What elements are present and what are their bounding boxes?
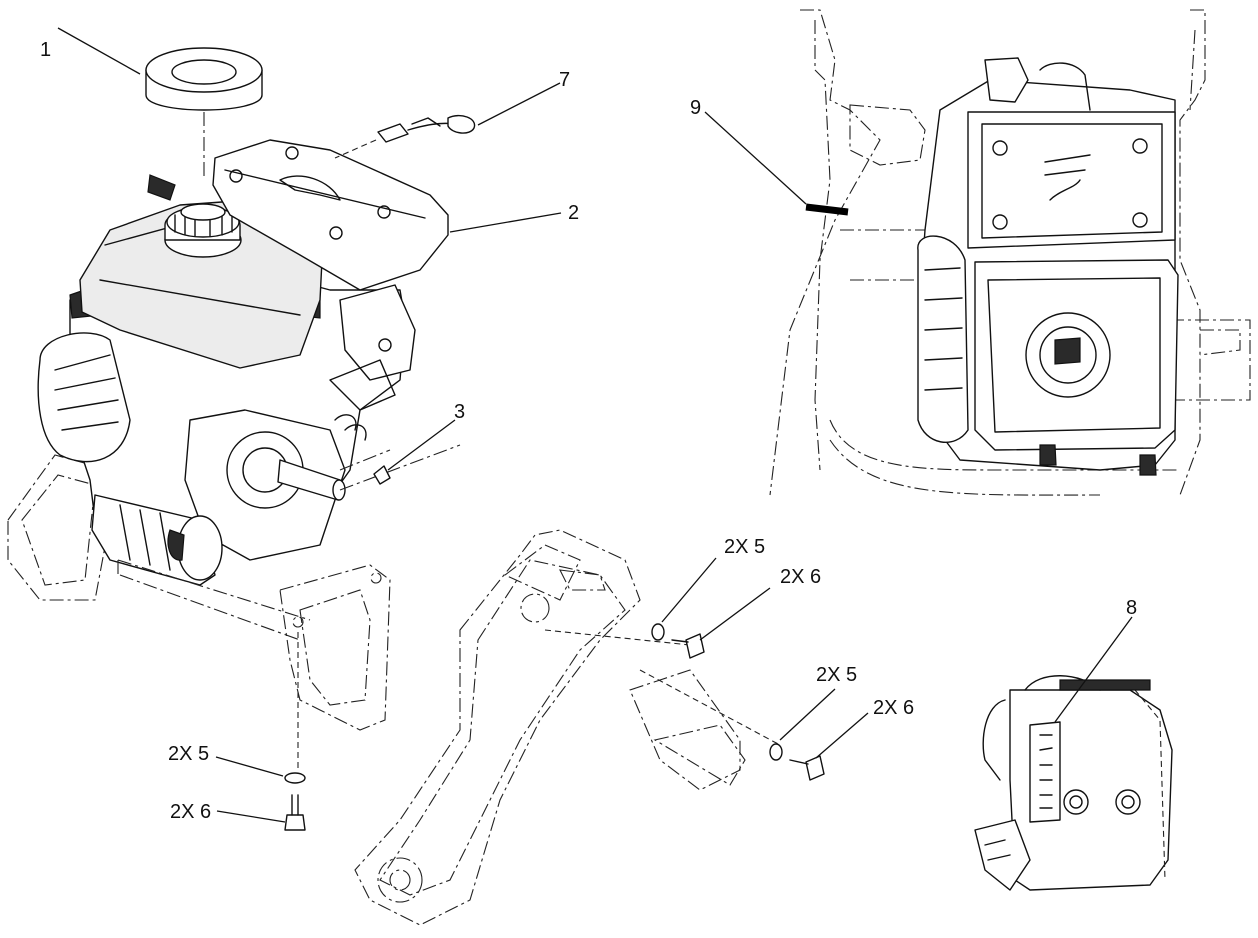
callout-2x5-lower: 2X 5 xyxy=(168,743,209,765)
callout-2x5-right: 2X 5 xyxy=(816,664,857,686)
installed-view xyxy=(769,9,1251,496)
callout-3: 3 xyxy=(454,401,465,423)
callout-2x5-upper: 2X 5 xyxy=(724,536,765,558)
callout-labels: 1 7 2 3 9 8 2X 5 2X 6 2X 5 2X 6 2X 5 2X … xyxy=(40,39,1137,823)
mount-bracket-assembly xyxy=(279,529,781,926)
callout-2x6-upper: 2X 6 xyxy=(780,566,821,588)
engine-assembly xyxy=(7,139,461,641)
callout-7: 7 xyxy=(559,69,570,91)
callout-2x6-lower: 2X 6 xyxy=(170,801,211,823)
hardware-fasteners xyxy=(284,623,825,831)
side-view-detail xyxy=(974,675,1173,891)
gasket-ring-part xyxy=(145,47,263,180)
callout-1: 1 xyxy=(40,39,51,61)
callout-8: 8 xyxy=(1126,597,1137,619)
callout-9: 9 xyxy=(690,97,701,119)
decal-strip xyxy=(805,203,849,216)
leader-lines xyxy=(57,27,1133,823)
callout-2: 2 xyxy=(568,202,579,224)
wire-harness-part xyxy=(334,114,476,159)
callout-2x6-right: 2X 6 xyxy=(873,697,914,719)
